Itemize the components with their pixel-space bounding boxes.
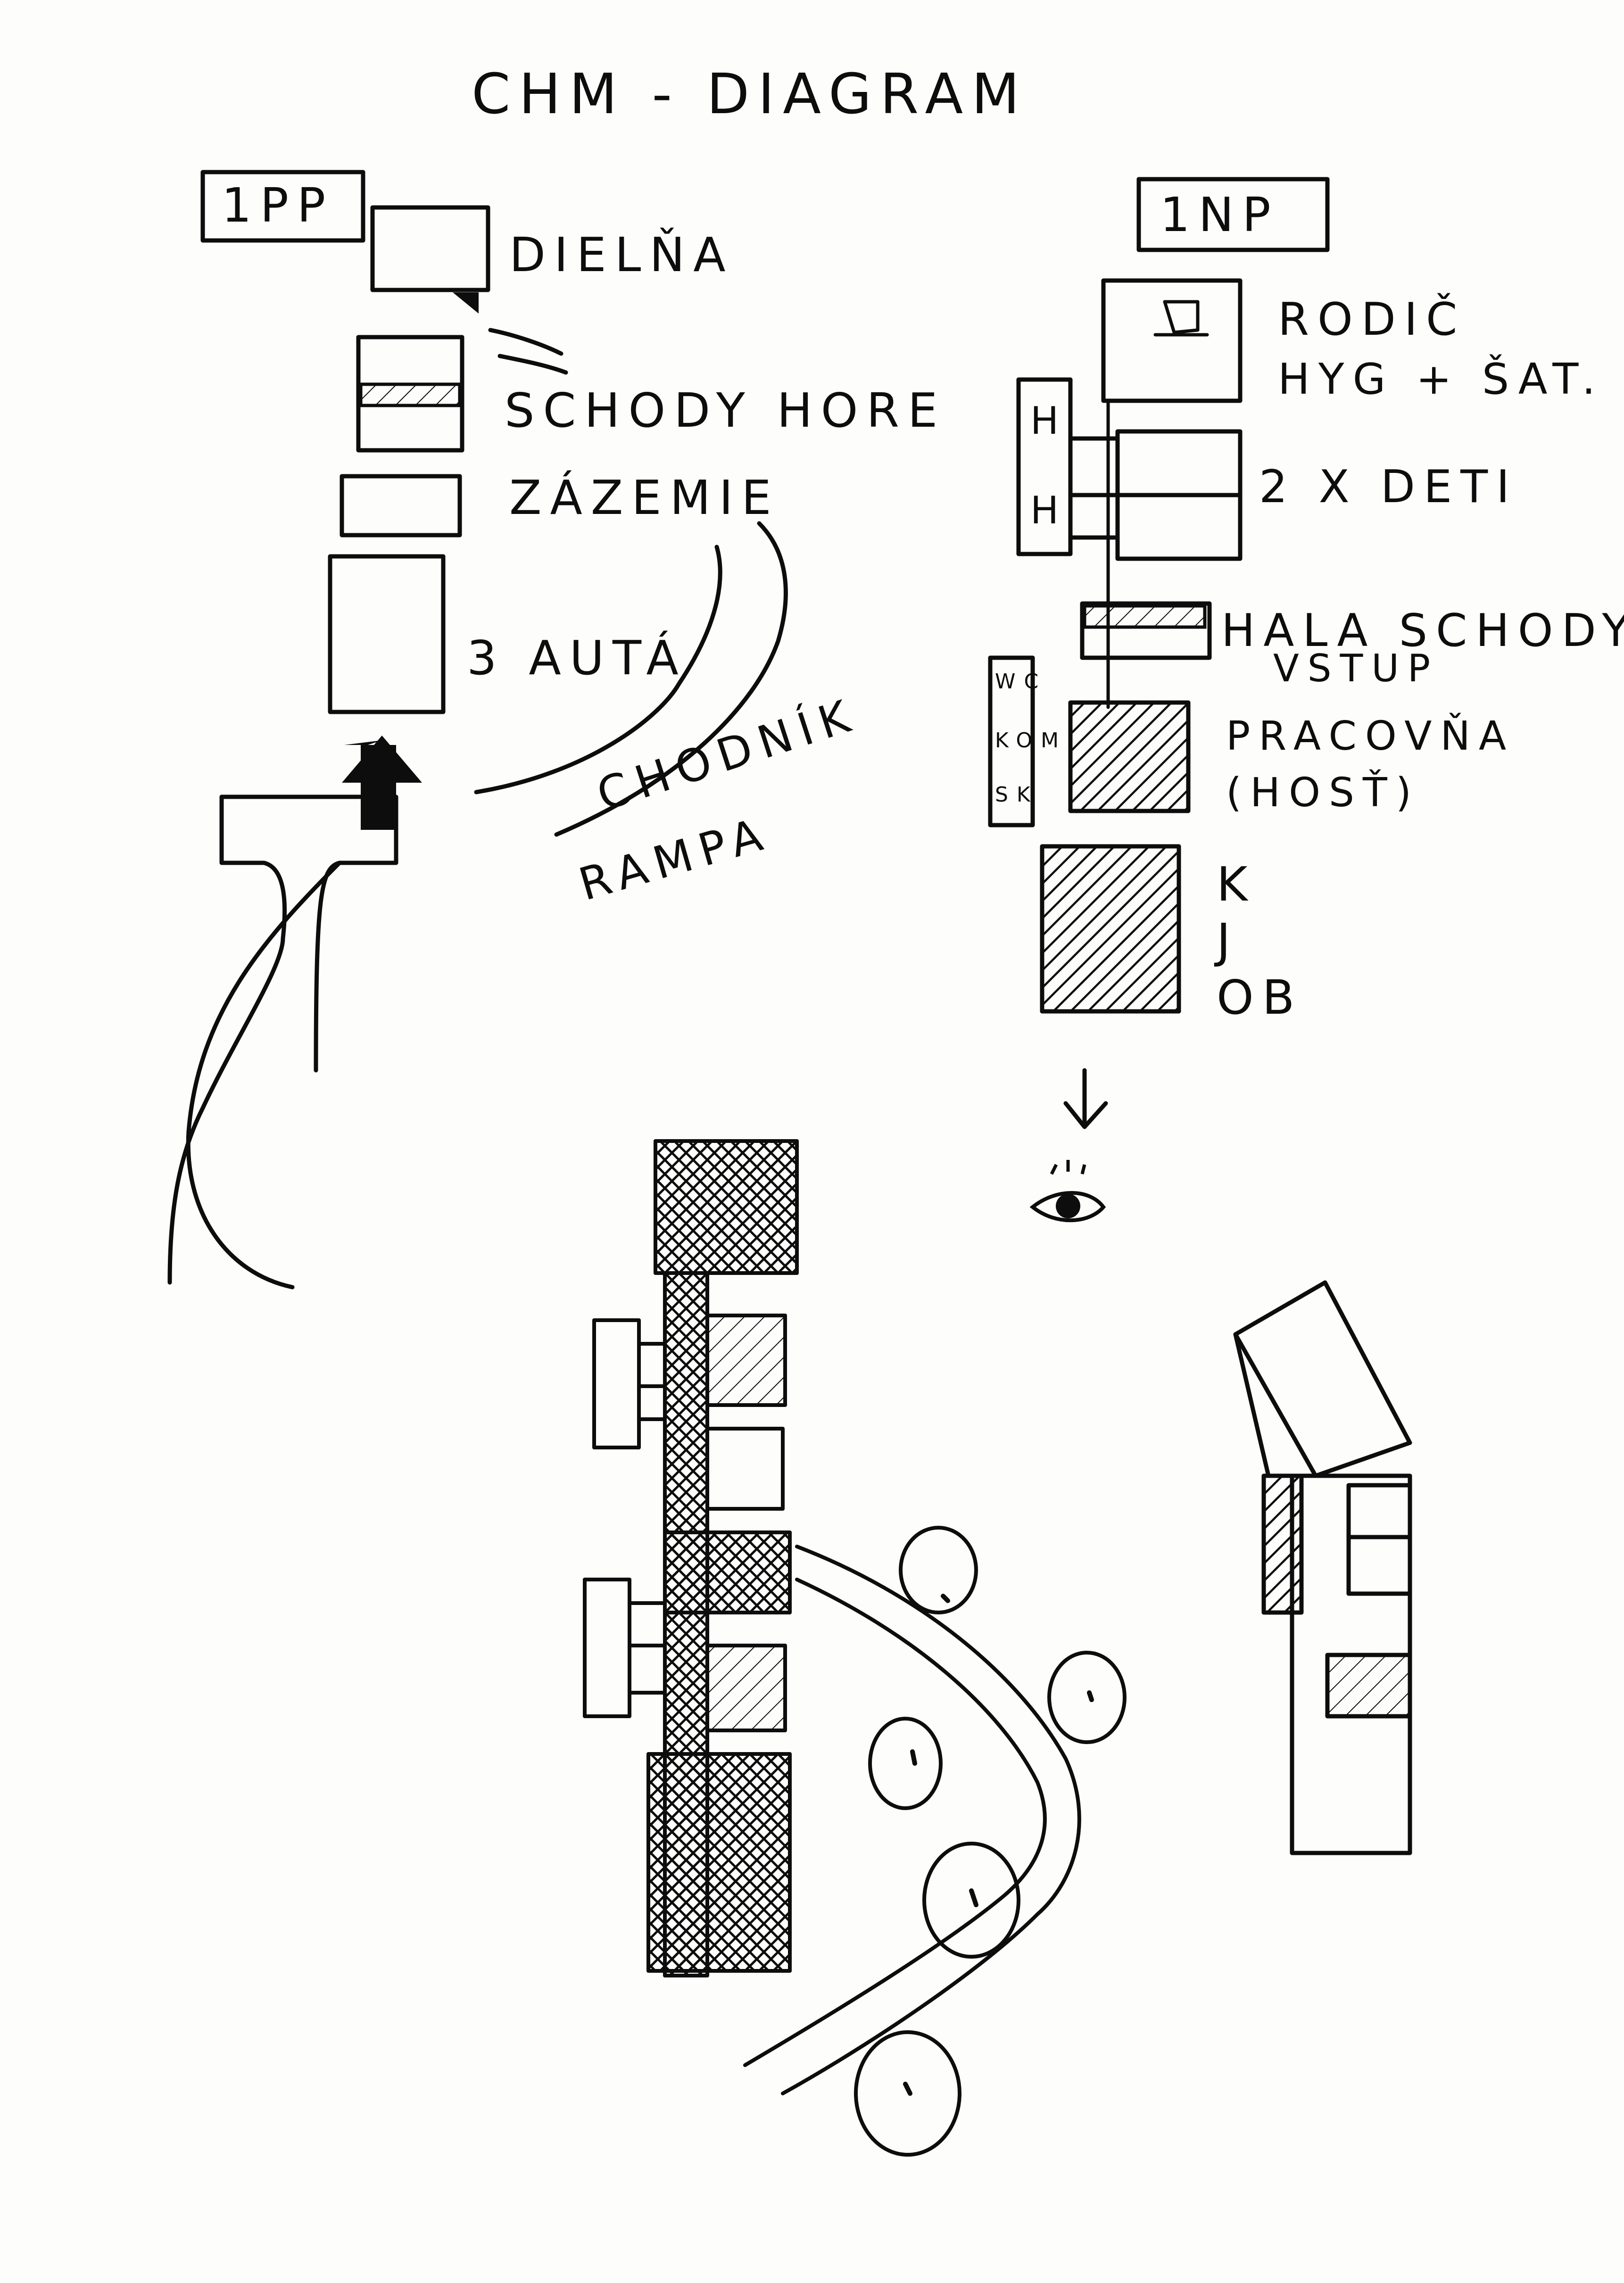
alternative-plan-sketch [1233,1280,1412,1855]
tree [922,1842,1020,1959]
arrow-down-icon [453,292,479,314]
tree [899,1526,978,1614]
path-curve-outer [781,1545,1081,2095]
room-workshop [370,205,490,292]
tree [1047,1651,1127,1744]
label-dining: J [1214,913,1239,968]
label-wc: WC [995,670,1047,694]
path-curve-inner [743,1578,1047,2067]
driveway-entry [219,794,398,1073]
label-storage: ZÁZEMIE [509,470,780,525]
room-living [1040,844,1181,1014]
label-bath-2: H [1030,488,1067,532]
room-stairs-down [356,335,464,453]
ground-floor-level [988,177,1330,1129]
ground-level-box [1136,177,1330,252]
ground-level-label: 1NP [1160,187,1279,242]
volume-bottom [646,1752,792,1973]
stair-icon [1083,604,1207,629]
label-kitchen: K [1217,857,1256,912]
label-guest: (HOSŤ) [1226,769,1420,816]
label-walkway: CHODNÍK [591,688,864,821]
label-parents-hygiene: HYG + ŠAT. [1278,354,1604,404]
label-hall: HALA SCHODY [1221,605,1624,657]
tree [868,1717,943,1810]
workshop-access [488,328,568,375]
stair-icon [359,382,462,407]
arrow-down-icon [1063,1068,1108,1129]
walkway-line [474,545,722,794]
label-storage-room: SK [995,783,1039,807]
room-storage [340,474,462,538]
label-parents: RODIČ [1278,293,1466,346]
label-entry: VSTUP [1273,646,1439,690]
label-study: PRACOVŇA [1226,712,1515,760]
basement-level [167,170,788,1290]
room-study [1068,700,1191,813]
label-children: 2 X DETI [1259,461,1518,513]
label-ramp: RAMPA [573,807,776,911]
room-hall [1080,601,1212,660]
basement-level-box [200,170,365,243]
diagram-title: CHM - DIAGRAM [472,61,1028,126]
eye-icon [1029,1160,1106,1223]
label-living: OB [1217,970,1303,1025]
driveway-road [167,794,287,1285]
room-baths [1016,377,1073,556]
tree [854,2030,961,2157]
room-parents [1101,278,1243,403]
label-stairs-up: SCHODY HORE [505,383,946,438]
site-plan-sketch [583,1139,1127,2157]
label-workshop: DIELŇA [509,227,734,282]
volume-rotated [1233,1280,1412,1478]
label-pantry: KOM [995,728,1067,753]
basement-level-label: 1PP [222,178,334,233]
label-bath-1: H [1030,399,1067,443]
volume-top [654,1139,799,1275]
room-service [988,655,1035,827]
room-garage [328,554,446,714]
label-garage: 3 AUTÁ [467,630,687,686]
